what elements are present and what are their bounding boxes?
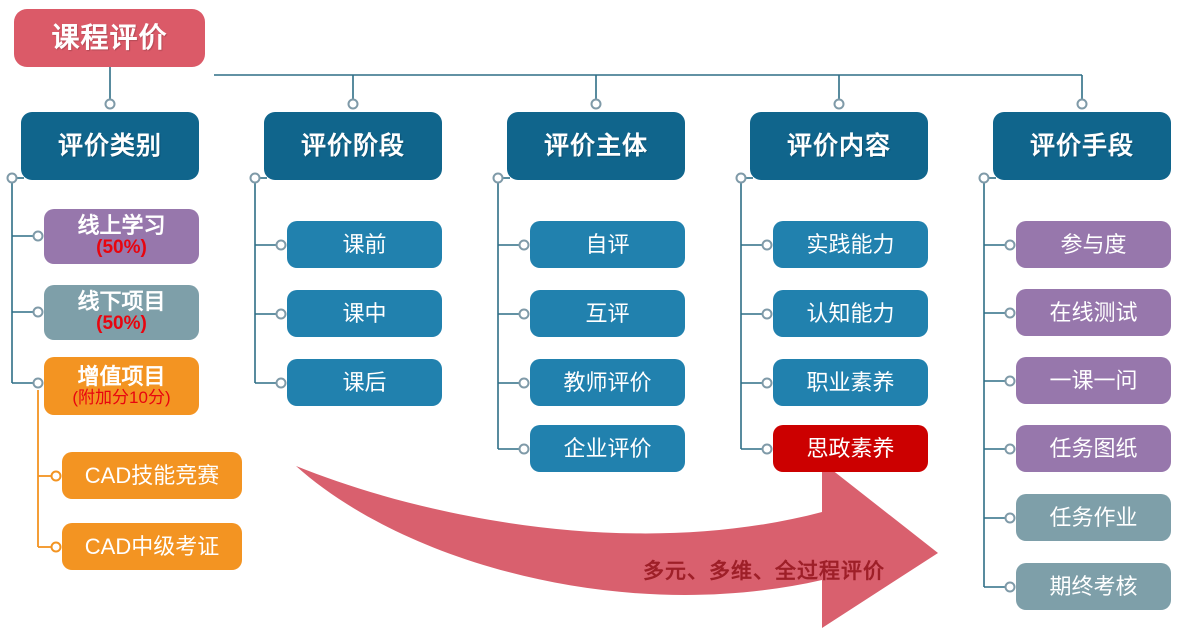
item-label: 线下项目	[77, 289, 166, 315]
item-after-class[interactable]: 课后	[287, 359, 442, 406]
column-header-evaluation-stage[interactable]: 评价阶段	[264, 112, 442, 180]
subitem-cad-skill-competition[interactable]: CAD技能竞赛	[62, 452, 242, 499]
item-label: 课中	[342, 300, 387, 326]
item-during-class[interactable]: 课中	[287, 290, 442, 337]
item-final-assessment[interactable]: 期终考核	[1016, 563, 1171, 610]
item-weight: (50%)	[96, 313, 147, 335]
item-label: 思政素养	[806, 435, 895, 461]
item-label: 任务作业	[1049, 504, 1138, 530]
item-label: 自评	[585, 231, 630, 257]
item-label: 课前	[342, 231, 387, 257]
item-ideological-political-quality[interactable]: 思政素养	[773, 425, 928, 472]
column-header-label: 评价手段	[1029, 131, 1134, 160]
item-practical-ability[interactable]: 实践能力	[773, 221, 928, 268]
column-header-evaluation-content[interactable]: 评价内容	[750, 112, 928, 180]
item-teacher-evaluation[interactable]: 教师评价	[530, 359, 685, 406]
process-arrow-label: 多元、多维、全过程评价	[643, 560, 885, 583]
process-arrow	[296, 462, 938, 628]
item-label: 互评	[585, 300, 630, 326]
item-label: 一课一问	[1049, 367, 1138, 393]
diagram-title-box[interactable]: 课程评价	[14, 9, 205, 67]
item-professional-quality[interactable]: 职业素养	[773, 359, 928, 406]
item-label: 实践能力	[806, 231, 895, 257]
column-header-evaluation-category[interactable]: 评价类别	[21, 112, 199, 180]
item-weight: (50%)	[96, 237, 147, 259]
subitem-cad-intermediate-certification[interactable]: CAD中级考证	[62, 523, 242, 570]
column-header-label: 评价类别	[57, 131, 162, 160]
item-peer-evaluation[interactable]: 互评	[530, 290, 685, 337]
item-cognitive-ability[interactable]: 认知能力	[773, 290, 928, 337]
item-task-drawing[interactable]: 任务图纸	[1016, 425, 1171, 472]
item-offline-project[interactable]: 线下项目 (50%)	[44, 285, 199, 340]
item-one-question-per-lesson[interactable]: 一课一问	[1016, 357, 1171, 404]
subitem-label: CAD中级考证	[84, 533, 220, 559]
item-value-added-project[interactable]: 增值项目 (附加分10分)	[44, 357, 199, 415]
column-header-evaluation-subject[interactable]: 评价主体	[507, 112, 685, 180]
item-label: 任务图纸	[1049, 435, 1138, 461]
column-header-label: 评价阶段	[300, 131, 405, 160]
item-label: 期终考核	[1049, 573, 1138, 599]
item-label: 课后	[342, 369, 387, 395]
item-label: 教师评价	[563, 369, 652, 395]
item-before-class[interactable]: 课前	[287, 221, 442, 268]
item-label: 职业素养	[806, 369, 895, 395]
item-self-evaluation[interactable]: 自评	[530, 221, 685, 268]
item-bonus-note: (附加分10分)	[72, 387, 171, 407]
item-task-assignment[interactable]: 任务作业	[1016, 494, 1171, 541]
item-enterprise-evaluation[interactable]: 企业评价	[530, 425, 685, 472]
column-header-evaluation-method[interactable]: 评价手段	[993, 112, 1171, 180]
item-label: 参与度	[1060, 231, 1127, 257]
item-label: 线上学习	[77, 213, 166, 239]
item-label: 增值项目	[77, 363, 166, 389]
item-online-learning[interactable]: 线上学习 (50%)	[44, 209, 199, 264]
column-header-label: 评价内容	[786, 131, 891, 160]
item-label: 认知能力	[806, 300, 895, 326]
item-participation[interactable]: 参与度	[1016, 221, 1171, 268]
subitem-label: CAD技能竞赛	[84, 462, 220, 488]
item-label: 在线测试	[1049, 299, 1138, 325]
column-header-label: 评价主体	[543, 131, 648, 160]
item-label: 企业评价	[563, 435, 652, 461]
item-online-test[interactable]: 在线测试	[1016, 289, 1171, 336]
diagram-title-label: 课程评价	[51, 21, 168, 53]
